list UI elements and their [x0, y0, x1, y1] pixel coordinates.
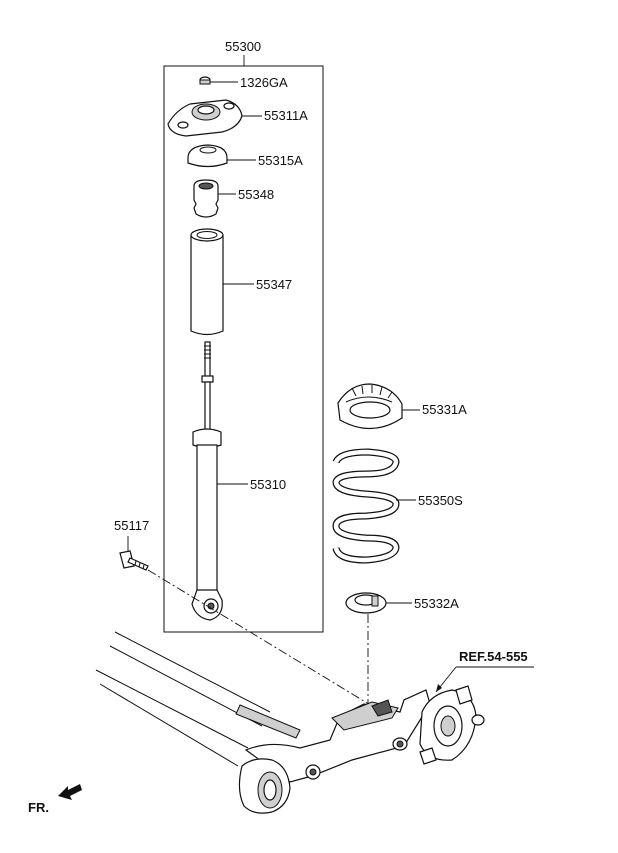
shock-absorber-part: 55310	[191, 341, 286, 621]
label-1326GA: 1326GA	[240, 75, 288, 90]
upper-seat-part: 55331A	[337, 383, 467, 430]
label-55310: 55310	[250, 477, 286, 492]
mount-plate-part: 55311A	[167, 99, 308, 137]
rear-axle-beam	[95, 631, 485, 814]
front-arrow-icon	[58, 784, 82, 800]
label-55331A: 55331A	[422, 402, 467, 417]
coil-spring-part: 55350S	[332, 448, 463, 564]
label-55350S: 55350S	[418, 493, 463, 508]
nut-part: 1326GA	[199, 75, 288, 90]
bump-stop-part: 55348	[193, 179, 274, 218]
assembly-box: 55300	[163, 39, 324, 633]
front-indicator: FR.	[28, 784, 82, 815]
bolt-alignment-line	[147, 569, 373, 707]
label-55348: 55348	[238, 187, 274, 202]
cap-part: 55315A	[187, 144, 303, 168]
bolt-part: 55117	[114, 518, 149, 571]
label-55311A: 55311A	[264, 108, 308, 123]
label-front: FR.	[28, 800, 49, 815]
label-55347: 55347	[256, 277, 292, 292]
label-55332A: 55332A	[414, 596, 459, 611]
lower-seat-part: 55332A	[345, 592, 459, 614]
label-55117: 55117	[114, 518, 149, 533]
label-ref: REF.54-555	[459, 649, 528, 664]
label-55300: 55300	[225, 39, 261, 54]
dust-cover-part: 55347	[190, 228, 292, 336]
reference-label: REF.54-555	[435, 649, 534, 693]
label-55315A: 55315A	[258, 153, 303, 168]
